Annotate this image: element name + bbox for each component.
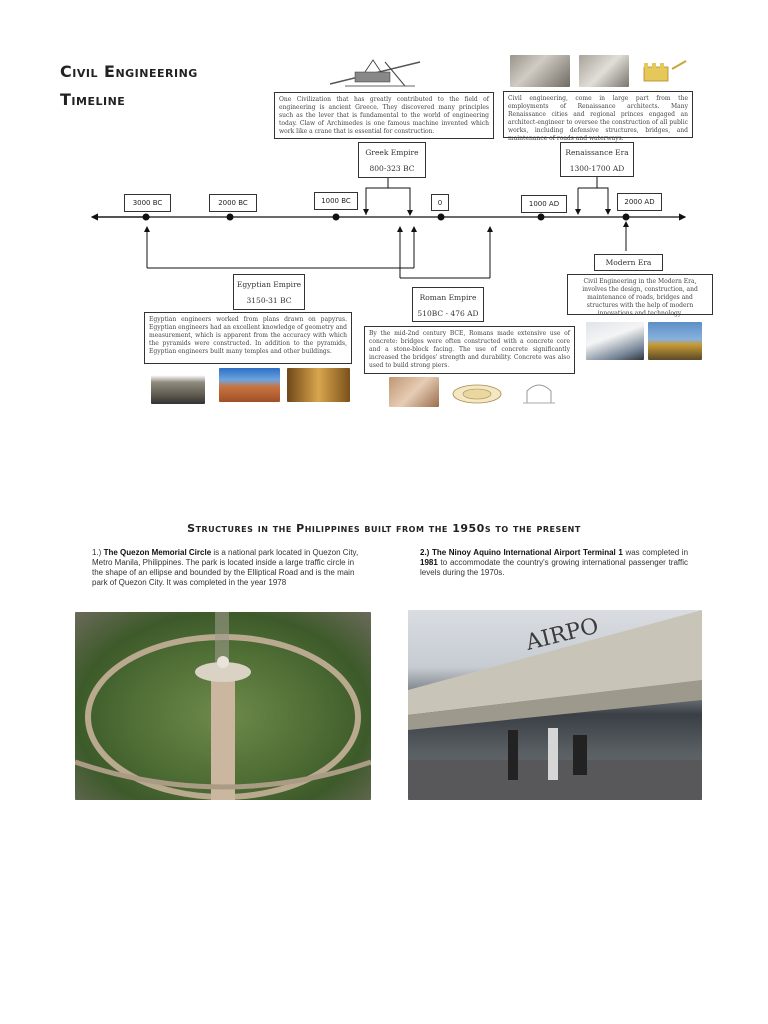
egyptian-corridor-image — [287, 368, 350, 402]
greek-era-name: Greek Empire — [365, 148, 419, 157]
roman-era-name: Roman Empire — [419, 293, 477, 302]
airport-text: to accommodate the country's growing int… — [420, 558, 688, 577]
greek-era-box: Greek Empire 800-323 BC — [358, 142, 426, 178]
egyptian-temple-image — [219, 368, 280, 402]
airport-paragraph: 2.) The Ninoy Aquino International Airpo… — [420, 548, 688, 578]
renaissance-castle-image — [638, 55, 690, 87]
modern-laptop-image — [586, 322, 644, 360]
tick-2000bc: 2000 BC — [209, 194, 257, 212]
tick-1000bc: 1000 BC — [314, 192, 358, 210]
quezon-name: The Quezon Memorial Circle — [103, 548, 212, 557]
airport-year: 1981 — [420, 558, 438, 567]
axis-dot — [437, 213, 445, 221]
axis-dot — [142, 213, 150, 221]
roman-colosseum-image — [449, 377, 505, 407]
claw-of-archimedes-image — [325, 54, 425, 90]
quezon-num: 1.) — [92, 548, 104, 557]
tick-1000ad: 1000 AD — [521, 195, 567, 213]
quezon-memorial-circle-photo — [75, 612, 371, 800]
axis-dot — [537, 213, 545, 221]
roman-arch-sketch-image — [519, 377, 559, 407]
airport-name: The Ninoy Aquino International Airport T… — [431, 548, 623, 557]
roman-era-dates: 510BC - 476 AD — [417, 309, 479, 318]
egyptian-era-name: Egyptian Empire — [236, 280, 302, 289]
modern-era-box: Modern Era — [594, 254, 663, 271]
modern-era-name: Modern Era — [605, 258, 652, 267]
title-line-2: Timeline — [60, 90, 126, 109]
renaissance-era-box: Renaissance Era 1300-1700 AD — [560, 142, 634, 177]
renaissance-drawing-image-1 — [510, 55, 570, 87]
renaissance-drawing-image-2 — [579, 55, 629, 87]
airport-mid: was completed in — [622, 548, 689, 557]
renaissance-era-name: Renaissance Era — [565, 148, 629, 157]
axis-dot — [226, 213, 234, 221]
roman-era-box: Roman Empire 510BC - 476 AD — [412, 287, 484, 322]
renaissance-era-dates: 1300-1700 AD — [569, 164, 625, 173]
airport-num: 2.) — [420, 548, 432, 557]
quezon-text: is a national park located in Quezon Cit… — [92, 548, 359, 587]
page-title: Civil Engineering Timeline — [60, 58, 198, 114]
roman-description: By the mid-2nd century BCE, Romans made … — [364, 326, 575, 374]
roman-bridge-image — [389, 377, 439, 407]
modern-description: Civil Engineering in the Modern Era, inv… — [567, 274, 713, 317]
tick-2000ad: 2000 AD — [617, 193, 662, 211]
modern-construction-image — [648, 322, 702, 360]
egyptian-pyramid-image — [151, 368, 205, 404]
quezon-paragraph: 1.) The Quezon Memorial Circle is a nati… — [92, 548, 362, 588]
renaissance-description: Civil engineering, come in large part fr… — [503, 91, 693, 142]
philippines-heading: Structures in the Philippines built from… — [187, 522, 581, 535]
egyptian-description: Egyptian engineers worked from plans dra… — [144, 312, 352, 364]
tick-3000bc: 3000 BC — [124, 194, 171, 212]
egyptian-era-box: Egyptian Empire 3150-31 BC — [233, 274, 305, 310]
title-line-1: Civil Engineering — [60, 62, 198, 81]
axis-dot — [622, 213, 630, 221]
axis-dot — [332, 213, 340, 221]
tick-0: 0 — [431, 194, 449, 211]
naia-terminal-1-photo: AIRPO — [408, 610, 702, 800]
greek-era-dates: 800-323 BC — [369, 164, 415, 173]
greek-description: One Civilization that has greatly contri… — [274, 92, 494, 139]
egyptian-era-dates: 3150-31 BC — [246, 296, 292, 305]
